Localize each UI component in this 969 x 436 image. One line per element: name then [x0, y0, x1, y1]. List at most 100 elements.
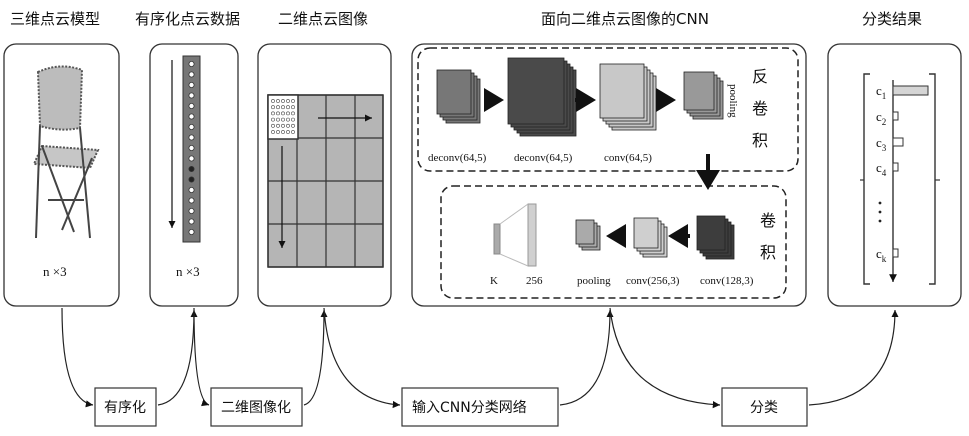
- kernel-point: [276, 130, 279, 133]
- step-order: 有序化: [95, 388, 156, 426]
- kernel-point: [271, 130, 274, 133]
- title-cnn: 面向二维点云图像的CNN: [541, 10, 709, 28]
- curve-ordered-to-2d: [194, 308, 209, 405]
- panel-ordered-point-cloud: n ×3: [150, 44, 238, 306]
- kernel-point: [291, 99, 294, 102]
- label-conv128: conv(128,3): [700, 275, 754, 287]
- feature-map-layer: [576, 220, 594, 244]
- ordered-point: [189, 72, 194, 77]
- score-bar-c1: [893, 86, 928, 95]
- conv1-block: [600, 64, 656, 130]
- label-conv1: conv(64,5): [604, 152, 652, 164]
- label-conv-section-2: 积: [760, 243, 776, 262]
- curve-model-to-order: [62, 308, 93, 405]
- kernel-point: [281, 124, 284, 127]
- kernel-point: [281, 106, 284, 109]
- panel-cnn: deconv(64,5) deconv(64,5) conv(64,5) poo…: [412, 44, 806, 306]
- kernel-point: [291, 118, 294, 121]
- step-classify: 分类: [722, 388, 807, 426]
- kernel-point: [271, 99, 274, 102]
- deconv2-block: [508, 58, 576, 136]
- score-bar-c3: [893, 138, 903, 146]
- kernel-point: [291, 124, 294, 127]
- panel-point-cloud-model: n ×3: [4, 44, 119, 306]
- kernel-point: [276, 106, 279, 109]
- ordered-point: [189, 208, 194, 213]
- kernel-point: [276, 118, 279, 121]
- feature-map-layer: [697, 216, 725, 250]
- label-pooling-bottom: pooling: [577, 275, 611, 287]
- kernel-point: [281, 99, 284, 102]
- kernel-point: [291, 106, 294, 109]
- score-bar-c2: [893, 112, 898, 120]
- kernel-point: [276, 99, 279, 102]
- kernel-point: [276, 124, 279, 127]
- kernel-point: [286, 112, 289, 115]
- ordered-point: [189, 229, 194, 234]
- title-2d-point-cloud-image: 二维点云图像: [278, 10, 368, 28]
- label-fc256: 256: [526, 275, 543, 287]
- curve-2d-to-image: [304, 310, 324, 405]
- ordered-point: [189, 177, 194, 182]
- ordered-point: [189, 156, 194, 161]
- ordered-point: [189, 187, 194, 192]
- label-deconv-section-2: 卷: [752, 99, 768, 118]
- panel-classification-result: c1 c2 c3 c4 ck: [828, 44, 961, 306]
- feature-map-layer: [437, 70, 471, 114]
- feature-map-layer: [684, 72, 714, 110]
- feature-map-layer: [634, 218, 658, 248]
- label-conv256: conv(256,3): [626, 275, 680, 287]
- step-input-cnn-label: 输入CNN分类网络: [412, 400, 527, 416]
- kernel-point: [286, 99, 289, 102]
- ordered-point: [189, 103, 194, 108]
- label-deconv-section-1: 反: [752, 67, 768, 86]
- title-ordered-point-cloud: 有序化点云数据: [135, 10, 240, 28]
- label-pooling-top: pooling: [727, 84, 739, 118]
- conv256-block: [634, 218, 667, 257]
- label-n3-ordered: n ×3: [176, 264, 200, 279]
- ordered-point: [189, 135, 194, 140]
- pooling-bottom-block: [576, 220, 600, 250]
- kernel-point: [291, 112, 294, 115]
- label-fcK: K: [490, 275, 498, 287]
- kernel-point: [286, 124, 289, 127]
- title-classification-result: 分类结果: [862, 10, 922, 28]
- score-bar-c4: [893, 163, 898, 171]
- image-grid: [268, 95, 383, 267]
- kernel-point: [286, 118, 289, 121]
- kernel-point: [271, 112, 274, 115]
- curve-classify-to-result: [809, 310, 895, 405]
- score-bar-ck: [893, 249, 898, 257]
- kernel-point: [276, 112, 279, 115]
- kernel-point: [281, 130, 284, 133]
- title-point-cloud-model: 三维点云模型: [10, 10, 100, 28]
- label-deconv-section-3: 积: [752, 131, 768, 150]
- kernel-point: [281, 112, 284, 115]
- label-n3-model: n ×3: [43, 264, 67, 279]
- label-conv-section-1: 卷: [760, 211, 776, 230]
- step-order-label: 有序化: [104, 400, 146, 416]
- kernel-point: [291, 130, 294, 133]
- ordered-point: [189, 124, 194, 129]
- ordered-point: [189, 219, 194, 224]
- fc-256-bar: [528, 204, 536, 266]
- ordered-point: [189, 166, 194, 171]
- ordered-point: [189, 114, 194, 119]
- kernel-point: [286, 130, 289, 133]
- label-deconv1: deconv(64,5): [428, 152, 487, 164]
- conv128-block: [697, 216, 734, 259]
- step-to-2d-label: 二维图像化: [221, 400, 291, 416]
- label-deconv2: deconv(64,5): [514, 152, 573, 164]
- pooling-top-block: [684, 72, 723, 119]
- kernel-point: [271, 124, 274, 127]
- kernel-point: [271, 118, 274, 121]
- ordered-point: [189, 198, 194, 203]
- curve-input-to-cnn: [560, 310, 610, 405]
- feature-map-layer: [508, 58, 564, 124]
- fc-K-bar: [494, 224, 500, 254]
- kernel-point: [281, 118, 284, 121]
- curve-cnn-to-classify: [610, 308, 720, 405]
- step-to-2d: 二维图像化: [211, 388, 302, 426]
- ordered-point: [189, 93, 194, 98]
